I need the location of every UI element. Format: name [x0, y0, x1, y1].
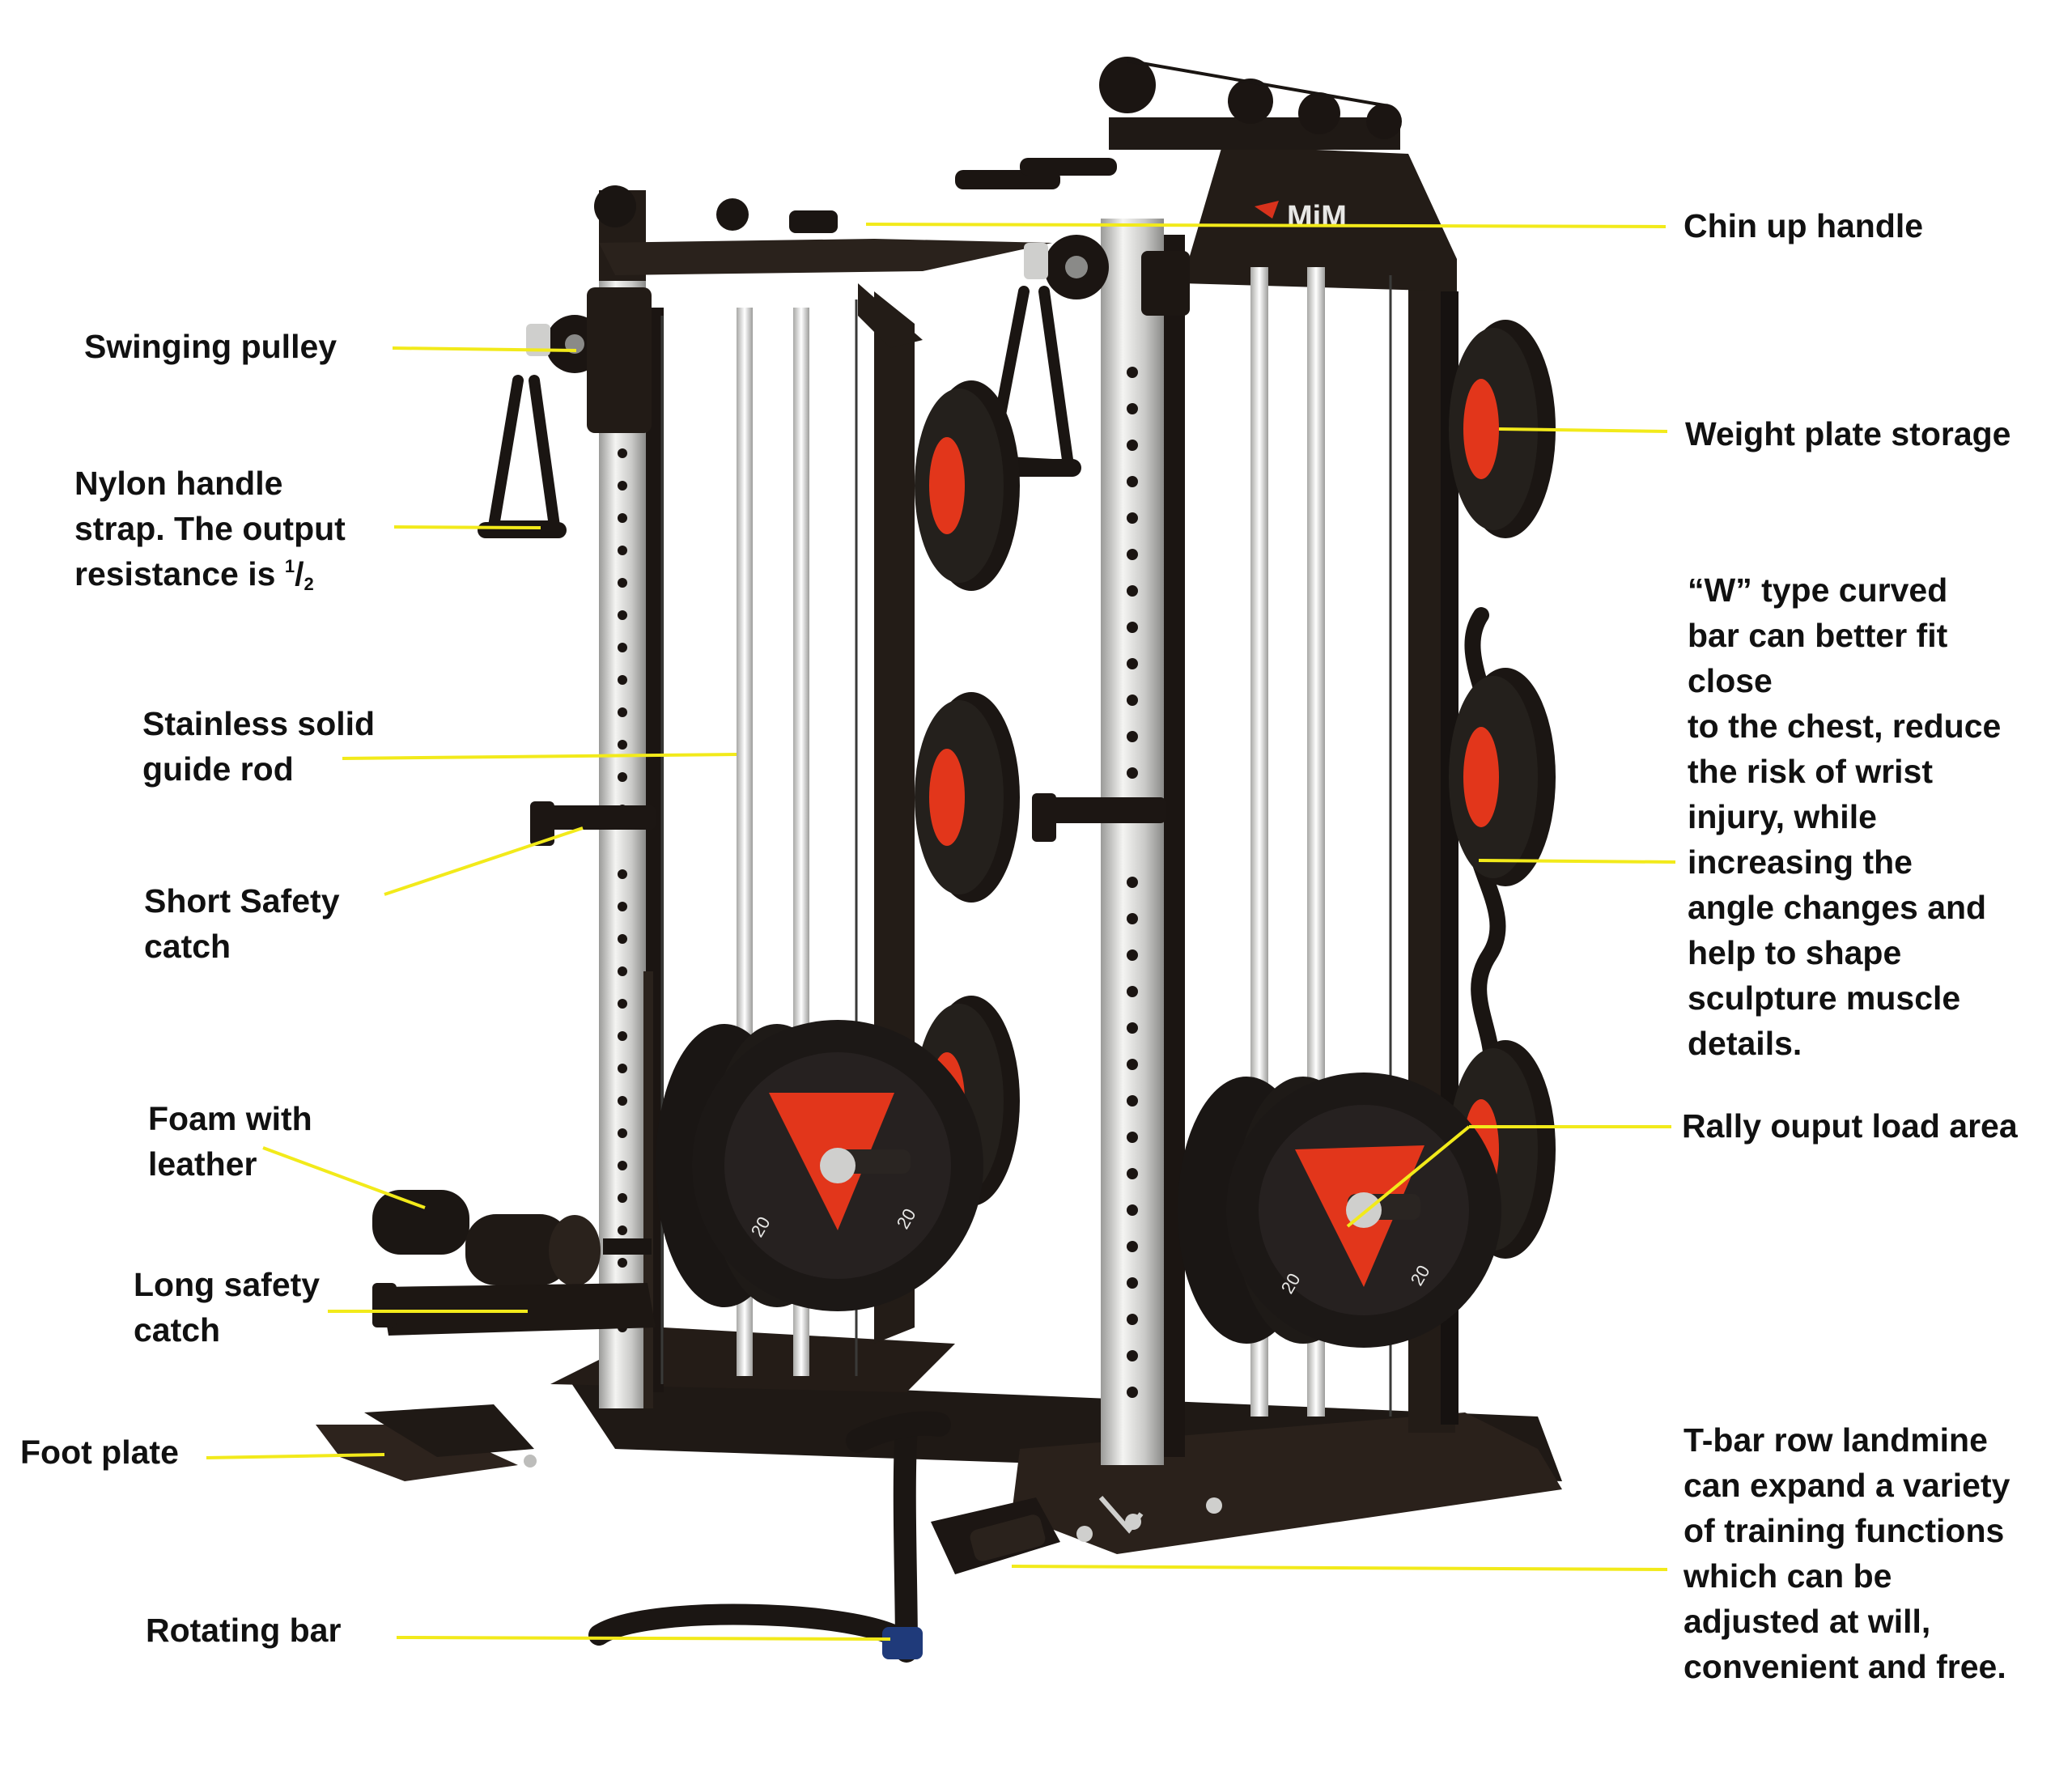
label-foam-with-leather: Foam with leather [148, 1096, 312, 1187]
weight-plate-storage-line-1: Weight plate storage [1685, 415, 2011, 452]
rally-load-line-1: Rally ouput load area [1682, 1107, 2018, 1145]
brand-logo-text: MiM [1287, 200, 1347, 234]
nylon-strap-line-3: resistance is 1/2 [74, 555, 314, 594]
w-bar-line-9: help to shape [1688, 934, 1902, 971]
w-bar-line-11: details. [1688, 1025, 1802, 1062]
leader-chin-up [865, 223, 1667, 228]
w-bar-line-7: increasing the [1688, 843, 1913, 881]
nylon-strap-line-3-text: resistance is [74, 555, 276, 593]
leader-rally-load [1346, 1125, 1471, 1228]
w-bar-line-3: close [1688, 662, 1773, 699]
landmine-line-5: adjusted at will, [1684, 1603, 1931, 1640]
fraction-numerator: 1 [284, 556, 295, 576]
right-upright-holes [1127, 367, 1138, 1398]
foot-plate-line-1: Foot plate [20, 1434, 179, 1471]
label-chin-up-handle: Chin up handle [1684, 203, 1923, 248]
leader-short-catch [384, 826, 584, 896]
guide-rod-line-1: Stainless solid [142, 705, 376, 742]
top-right-pulleys [955, 57, 1402, 189]
leader-guide-rod [342, 753, 737, 760]
foam-line-2: leather [148, 1145, 257, 1183]
label-swinging-pulley: Swinging pulley [84, 324, 337, 369]
chin-up-handle-line-1: Chin up handle [1684, 207, 1924, 244]
w-bar-line-2: bar can better fit [1688, 617, 1948, 654]
leader-nylon-strap [393, 525, 541, 529]
leader-plate-storage [1498, 427, 1668, 433]
leader-foot-plate [206, 1453, 385, 1459]
w-bar-line-4: to the chest, reduce [1688, 707, 2002, 745]
label-foot-plate: Foot plate [20, 1429, 179, 1475]
brand-logo: MiM [1255, 200, 1347, 234]
leader-swinging-pulley [392, 346, 577, 352]
long-safety-catch [372, 1283, 656, 1336]
long-catch-line-1: Long safety [134, 1266, 321, 1303]
leader-rotating-bar [396, 1636, 891, 1641]
swinging-pulley-line-1: Swinging pulley [84, 328, 338, 365]
landmine-line-1: T-bar row landmine [1684, 1421, 1988, 1459]
landmine-line-2: can expand a variety [1684, 1467, 2010, 1504]
label-t-bar-row-landmine: T-bar row landmine can expand a variety … [1684, 1417, 2010, 1689]
left-swinging-pulley [526, 287, 652, 433]
long-catch-line-2: catch [134, 1311, 221, 1349]
label-guide-rod: Stainless solid guide rod [142, 701, 375, 792]
rotating-bar-line-1: Rotating bar [146, 1612, 342, 1649]
w-bar-line-1: “W” type curved [1688, 571, 1948, 609]
landmine-line-4: which can be [1684, 1557, 1892, 1595]
short-safety-catch-right [1032, 793, 1166, 842]
right-upright [1101, 219, 1185, 1465]
landmine-line-3: of training functions [1684, 1512, 2005, 1549]
w-bar-line-8: angle changes and [1688, 889, 1987, 926]
label-short-safety-catch: Short Safety catch [144, 878, 340, 969]
label-nylon-handle-strap: Nylon handle strap. The output resistanc… [74, 461, 346, 602]
nylon-strap-line-1: Nylon handle [74, 465, 283, 502]
rotating-bar [588, 1411, 951, 1663]
left-weight-stack: 20 20 [656, 1020, 983, 1311]
foam-line-1: Foam with [148, 1100, 312, 1137]
label-long-safety-catch: Long safety catch [134, 1262, 320, 1353]
left-handle-strap [478, 375, 567, 538]
label-weight-plate-storage: Weight plate storage [1685, 411, 2010, 457]
short-catch-line-2: catch [144, 928, 231, 965]
landmine-line-6: convenient and free. [1684, 1648, 2006, 1685]
nylon-strap-line-2: strap. The output [74, 510, 346, 547]
landmine [931, 1496, 1144, 1574]
right-swinging-pulley [1024, 235, 1190, 316]
leader-landmine [1011, 1565, 1668, 1571]
right-weight-stack: 20 20 [1178, 1073, 1501, 1348]
label-rotating-bar: Rotating bar [146, 1608, 341, 1653]
fraction-denominator: 2 [304, 574, 314, 594]
guide-rod-line-2: guide rod [142, 750, 294, 788]
w-bar-line-10: sculpture muscle [1688, 979, 1961, 1017]
leader-lines [206, 223, 1676, 1641]
foot-plate [316, 1404, 537, 1481]
w-bar-line-5: the risk of wrist [1688, 753, 1934, 790]
label-rally-output-load-area: Rally ouput load area [1682, 1103, 2018, 1149]
top-left-beam [594, 185, 1052, 275]
leader-w-bar [1478, 859, 1676, 864]
short-catch-line-1: Short Safety [144, 882, 340, 920]
leader-foam [262, 1146, 426, 1209]
foam-rollers [372, 1190, 652, 1286]
label-w-type-bar: “W” type curved bar can better fit close… [1688, 567, 2001, 1066]
w-bar-line-6: injury, while [1688, 798, 1877, 835]
short-safety-catch-left [530, 801, 656, 846]
